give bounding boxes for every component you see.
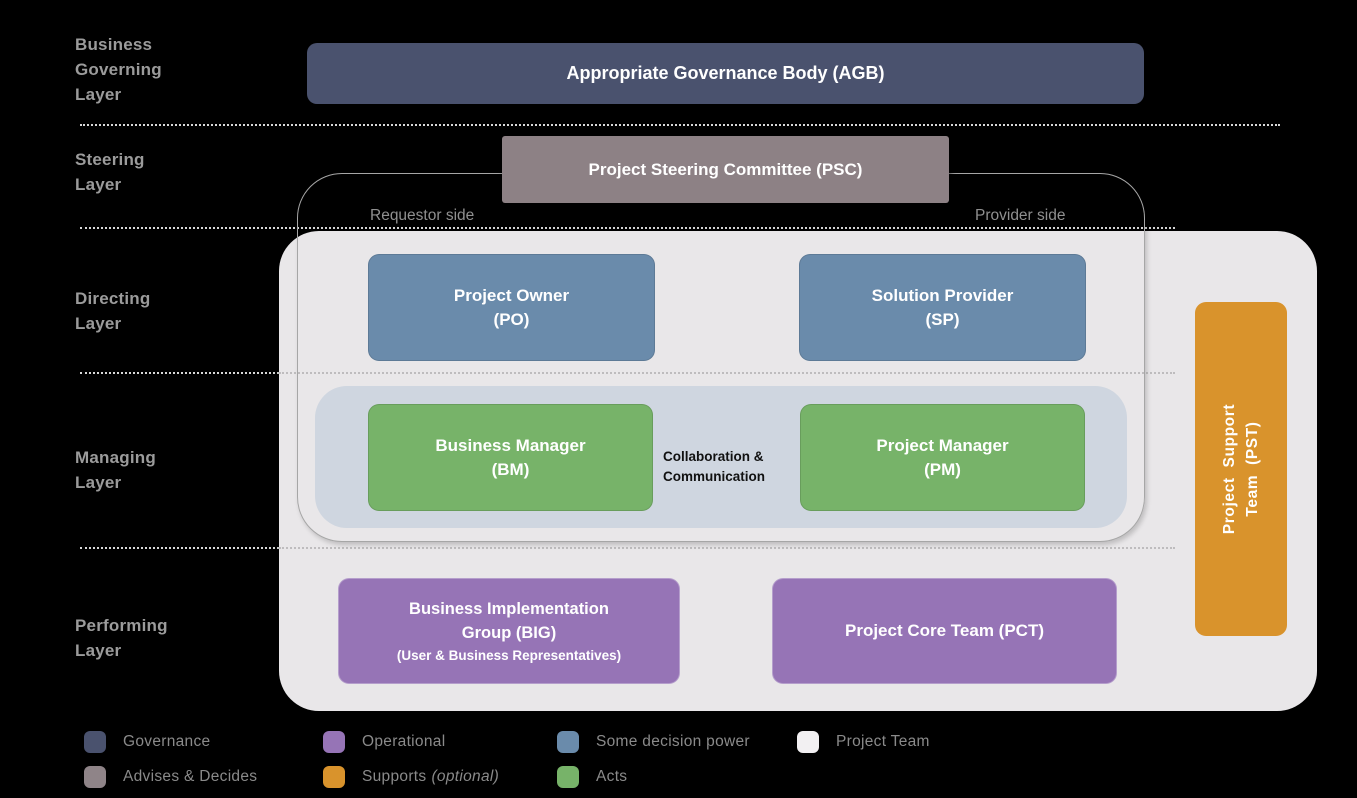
governance-swatch — [84, 731, 106, 753]
layer-label-performing: Performing Layer — [75, 613, 168, 663]
solution-provider-label: Solution Provider — [871, 285, 1014, 305]
legend-label: Some decision power — [596, 733, 750, 750]
pst-label-line2: Team (PST) — [1244, 421, 1261, 517]
legend-item-governance: Governance — [84, 731, 210, 753]
layer-label-directing: Directing Layer — [75, 286, 150, 336]
layer-divider — [80, 124, 1280, 126]
legend-item-acts: Acts — [557, 766, 627, 788]
layer-label-line: Directing — [75, 289, 151, 308]
legend-label: Project Team — [836, 733, 930, 750]
requestor-side-label: Requestor side — [370, 207, 475, 224]
project-team-swatch — [797, 731, 819, 753]
big-subtitle: (User & Business Representatives) — [396, 648, 622, 663]
collaboration-communication-label: Collaboration & Communication — [663, 447, 813, 487]
layer-label-managing: Managing Layer — [75, 445, 156, 495]
pst-box: Project Support Team (PST) — [1195, 302, 1287, 636]
advises-decides-swatch — [84, 766, 106, 788]
layer-label-line: Layer — [75, 473, 122, 492]
pst-label: Project Support Team (PST) — [1218, 302, 1264, 636]
layer-label-steering: Steering Layer — [75, 147, 145, 197]
legend-label: Operational — [362, 733, 446, 750]
layer-label-line: Managing — [75, 448, 156, 467]
layer-label-business-governing: Business Governing Layer — [75, 32, 162, 107]
layer-divider — [279, 547, 1175, 549]
psc-box: Project Steering Committee (PSC) — [502, 136, 949, 203]
solution-provider-box: Solution Provider (SP) — [799, 254, 1086, 361]
business-manager-acronym: (BM) — [491, 459, 530, 479]
agb-box: Appropriate Governance Body (AGB) — [307, 43, 1144, 104]
some-decision-power-swatch — [557, 731, 579, 753]
legend-item-supports: Supports(optional) — [323, 766, 499, 788]
legend-item-some-decision-power: Some decision power — [557, 731, 750, 753]
layer-label-line: Layer — [75, 175, 122, 194]
project-manager-label: Project Manager — [876, 435, 1009, 455]
legend-item-operational: Operational — [323, 731, 445, 753]
layer-label-line: Steering — [75, 150, 145, 169]
legend-item-advises-decides: Advises & Decides — [84, 766, 257, 788]
layer-label-line: Performing — [75, 616, 168, 635]
agb-label: Appropriate Governance Body (AGB) — [566, 63, 885, 83]
supports-optional-text: (optional) — [431, 768, 500, 785]
operational-swatch — [323, 731, 345, 753]
layer-label-line: Governing — [75, 60, 162, 79]
legend-label: Supports(optional) — [362, 768, 499, 786]
project-manager-acronym: (PM) — [924, 459, 961, 479]
legend-label: Acts — [596, 768, 628, 785]
layer-label-line: Layer — [75, 314, 122, 333]
layer-label-line: Layer — [75, 85, 122, 104]
pct-label: Project Core Team (PCT) — [844, 621, 1044, 640]
legend-label: Advises & Decides — [123, 768, 258, 785]
big-label-line1: Business Implementation — [409, 600, 609, 618]
acts-swatch — [557, 766, 579, 788]
psc-label: Project Steering Committee (PSC) — [588, 159, 863, 179]
business-manager-box: Business Manager (BM) — [368, 404, 653, 511]
collaboration-line: Collaboration & — [663, 449, 764, 464]
legend-item-project-team: Project Team — [797, 731, 930, 753]
supports-text: Supports — [362, 768, 427, 785]
solution-provider-acronym: (SP) — [925, 309, 960, 329]
pst-label-line1: Project Support — [1221, 403, 1238, 535]
big-label-line2: Group (BIG) — [461, 624, 557, 642]
pct-box: Project Core Team (PCT) — [772, 578, 1117, 684]
project-owner-label: Project Owner — [453, 285, 570, 305]
business-manager-label: Business Manager — [435, 435, 586, 455]
project-owner-box: Project Owner (PO) — [368, 254, 655, 361]
layer-divider — [279, 372, 1175, 374]
layer-label-line: Business — [75, 35, 153, 54]
layer-label-line: Layer — [75, 641, 122, 660]
big-box: Business Implementation Group (BIG) (Use… — [338, 578, 680, 684]
communication-line: Communication — [663, 469, 766, 484]
layer-divider — [80, 372, 279, 374]
supports-swatch — [323, 766, 345, 788]
legend-label: Governance — [123, 733, 211, 750]
project-manager-box: Project Manager (PM) — [800, 404, 1085, 511]
layer-divider — [80, 547, 279, 549]
project-owner-acronym: (PO) — [493, 309, 530, 329]
provider-side-label: Provider side — [975, 207, 1066, 224]
layer-divider — [80, 227, 1175, 229]
